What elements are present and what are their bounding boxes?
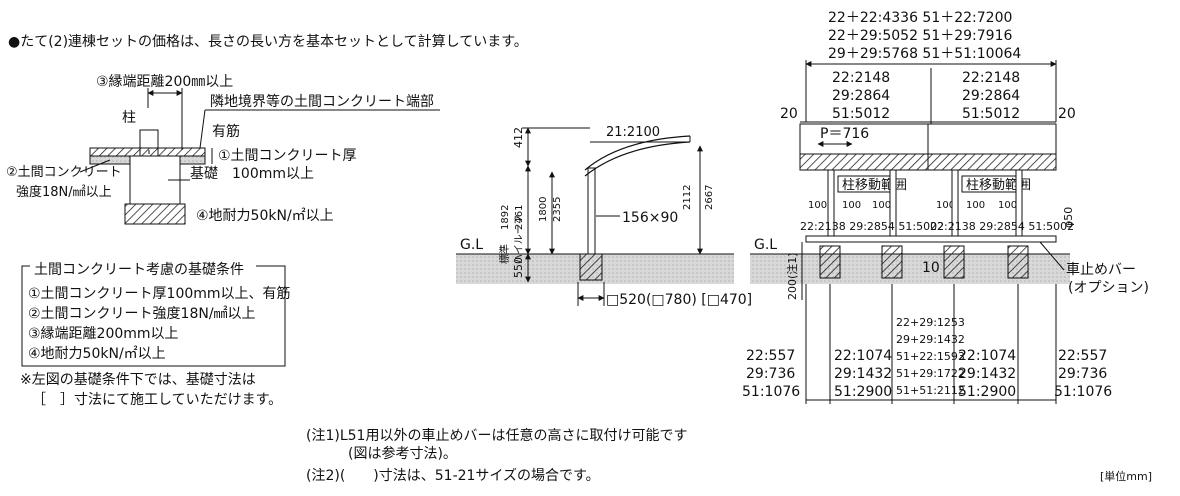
overhang-right: 20 xyxy=(1058,106,1076,122)
edge-dim: 22:557 xyxy=(746,348,795,364)
total-length-line: 29＋29:5768 51＋51:10064 xyxy=(828,46,1021,62)
boundary-label: 隣地境界等の土間コンクリート端部 xyxy=(210,93,434,110)
post-range-label: 柱移動範囲 xyxy=(966,178,1031,193)
condition-item: ②土間コンクリート強度18N/㎟以上 xyxy=(28,306,256,322)
dim-10: 10 xyxy=(922,260,940,276)
edge-distance-label: ③縁端距離200㎜以上 xyxy=(96,73,233,90)
dim-2112: 2112 xyxy=(682,185,693,210)
arrow-100: 100 xyxy=(808,200,827,211)
inner-dim: 22:1074 xyxy=(958,348,1016,364)
front-view: 22＋22:4336 51＋22:7200 22＋29:5052 51＋29:7… xyxy=(742,10,1149,404)
center-dim: 51+29:1722 xyxy=(896,367,965,380)
dim-412: 412 xyxy=(512,127,525,148)
inner-dim: 51:2900 xyxy=(834,384,892,400)
condition-item: ④地耐力50kN/㎡以上 xyxy=(28,346,166,362)
dim-2667: 2667 xyxy=(704,185,715,210)
dim-1800: 1800 xyxy=(538,197,549,222)
strength-label-1: ②土間コンクリート xyxy=(6,165,122,180)
arrow-100: 100 xyxy=(966,200,985,211)
post-spacing: 22:2138 29:2854 51:5002 xyxy=(800,220,944,233)
foundation-label: 基礎 xyxy=(190,165,218,182)
note1-line2: (図は参考寸法)。 xyxy=(348,445,457,462)
center-dim: 51+22:1593 xyxy=(896,350,965,363)
center-dim: 51+51:2112 xyxy=(896,384,965,397)
total-length-line: 22＋29:5052 51＋29:7916 xyxy=(828,28,1012,44)
edge-dim: 29:736 xyxy=(1058,366,1107,382)
conditions-box: 土間コンクリート考慮の基礎条件 ①土間コンクリート厚100mm以上、有筋 ②土間… xyxy=(20,260,291,408)
front-gl-label: G.L xyxy=(754,237,777,253)
note2: (注2)( )寸法は、51-21サイズの場合です。 xyxy=(306,468,600,484)
inner-dim: 29:1432 xyxy=(834,366,892,382)
conditions-title: 土間コンクリート考慮の基礎条件 xyxy=(34,261,244,278)
note1-line1: (注1)L51用以外の車止めバーは任意の高さに取付け可能です xyxy=(306,427,687,444)
arrow-100: 100 xyxy=(842,200,861,211)
center-dim: 22+29:1253 xyxy=(896,316,965,329)
base-size: □520(□780) [□470] xyxy=(606,292,752,308)
edge-dim: 22:557 xyxy=(1058,348,1107,364)
intro-note: ●たて(2)連棟セットの価格は、長さの長い方を基本セットとして計算しています。 xyxy=(8,33,528,50)
module-length: 29:2864 xyxy=(962,88,1020,104)
module-length: 29:2864 xyxy=(832,88,890,104)
dim-200: 200(注1) xyxy=(785,252,799,300)
roof-span: 21:2100 xyxy=(606,125,660,140)
module-length: 51:5012 xyxy=(962,106,1020,122)
high-roof-label: ハイルーフ xyxy=(514,215,525,264)
conditions-footnote-2: ［ ］寸法にて施工していただけます。 xyxy=(32,392,282,408)
module-length: 22:2148 xyxy=(832,70,890,86)
post-range-label: 柱移動範囲 xyxy=(842,178,907,193)
arrow-100: 100 xyxy=(936,200,955,211)
post-size: 156×90 xyxy=(622,210,678,226)
slab-thickness-label-2: 100mm以上 xyxy=(232,166,314,182)
dim-2461: 2461 xyxy=(514,205,525,230)
center-dim: 29+29:1432 xyxy=(896,333,965,346)
bearing-label: ④地耐力50kN/㎡以上 xyxy=(196,208,334,224)
dim-1892: 1892 xyxy=(500,205,511,230)
post-spacing: 22:2138 29:2854 51:5002 xyxy=(930,220,1074,233)
pillar-label: 柱 xyxy=(122,110,136,126)
arrow-100: 100 xyxy=(872,200,891,211)
dim-550: 550 xyxy=(512,257,525,278)
stopper-label-2: (オプション) xyxy=(1068,280,1149,296)
diameter-label: φ50 xyxy=(1062,207,1075,228)
slab-thickness-label-1: ①土間コンクリート厚 xyxy=(218,148,357,164)
pitch-label: P＝716 xyxy=(820,126,869,142)
inner-dim: 51:2900 xyxy=(958,384,1016,400)
total-length-line: 22＋22:4336 51＋22:7200 xyxy=(828,10,1012,26)
condition-item: ③縁端距離200mm以上 xyxy=(28,325,179,342)
strength-label-2: 強度18N/㎟以上 xyxy=(16,184,112,200)
overhang-left: 20 xyxy=(780,106,798,122)
unit-label: [単位mm] xyxy=(1100,469,1152,483)
inner-dim: 29:1432 xyxy=(958,366,1016,382)
arrow-100: 100 xyxy=(998,200,1017,211)
conditions-footnote-1: ※左図の基礎条件下では、基礎寸法は xyxy=(20,371,256,388)
side-view: G.L 412 21:2100 1892 2461 標準 ハイルーフ 1800 … xyxy=(456,125,752,308)
std-label: 標準 xyxy=(498,244,511,264)
condition-item: ①土間コンクリート厚100mm以上、有筋 xyxy=(28,285,291,302)
foundation-detail: ③縁端距離200㎜以上 隣地境界等の土間コンクリート端部 柱 有筋 ①土間コンク… xyxy=(6,73,440,225)
module-length: 22:2148 xyxy=(962,70,1020,86)
edge-dim: 29:736 xyxy=(746,366,795,382)
inner-dim: 22:1074 xyxy=(834,348,892,364)
notes: (注1)L51用以外の車止めバーは任意の高さに取付け可能です (図は参考寸法)。… xyxy=(306,427,1152,484)
rebar-label: 有筋 xyxy=(212,123,240,140)
side-gl-label: G.L xyxy=(460,237,483,253)
stopper-label-1: 車止めバー xyxy=(1066,261,1136,278)
edge-dim: 51:1076 xyxy=(742,384,800,400)
edge-dim: 51:1076 xyxy=(1054,384,1112,400)
module-length: 51:5012 xyxy=(832,106,890,122)
dim-2355: 2355 xyxy=(552,197,563,222)
